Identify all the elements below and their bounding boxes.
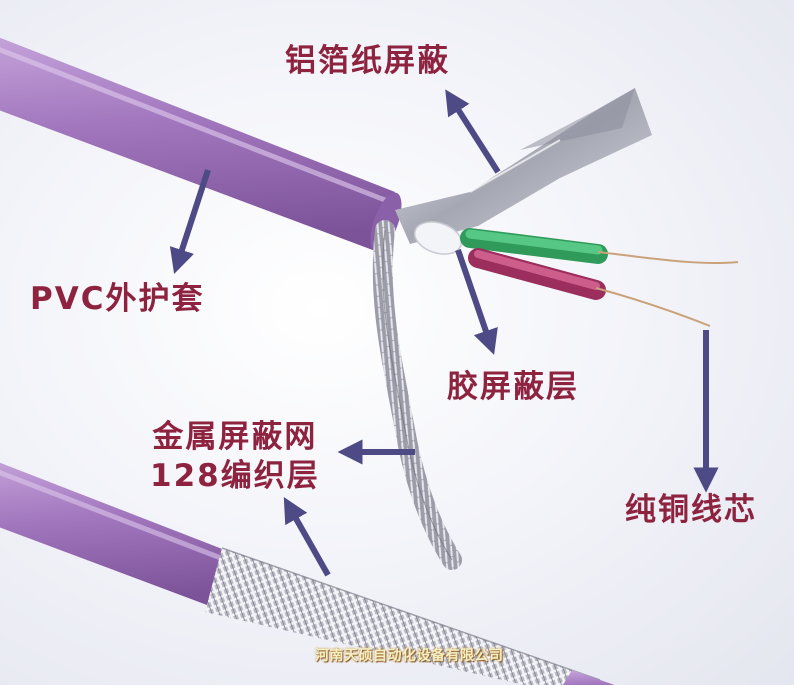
- label-metal-braid-line1: 金属屏蔽网: [152, 419, 318, 455]
- inner-cores: [460, 228, 739, 327]
- arrow-foil: [445, 89, 501, 174]
- label-metal-braid: 金属屏蔽网 128编织层: [150, 418, 320, 496]
- drain-wire: [372, 220, 462, 570]
- pvc-jacket-lower: [0, 462, 230, 608]
- metal-braid-shield: [205, 547, 601, 685]
- label-pvc-jacket: PVC外护套: [30, 281, 205, 317]
- label-aluminum-foil-shield: 铝箔纸屏蔽: [285, 43, 450, 79]
- pvc-jacket-lower-end: [563, 670, 615, 685]
- label-metal-braid-line2: 128编织层: [150, 457, 320, 494]
- arrow-braid-lower: [283, 497, 331, 577]
- label-copper-core: 纯铜线芯: [625, 492, 757, 528]
- arrow-pvc: [169, 169, 211, 274]
- label-glue-shield: 胶屏蔽层: [447, 369, 579, 405]
- glue-shield-band: [413, 221, 463, 255]
- arrow-glue: [455, 249, 498, 355]
- aluminum-foil-shield: [395, 88, 652, 244]
- company-watermark: 河南天硕自动化设备有限公司: [315, 648, 504, 664]
